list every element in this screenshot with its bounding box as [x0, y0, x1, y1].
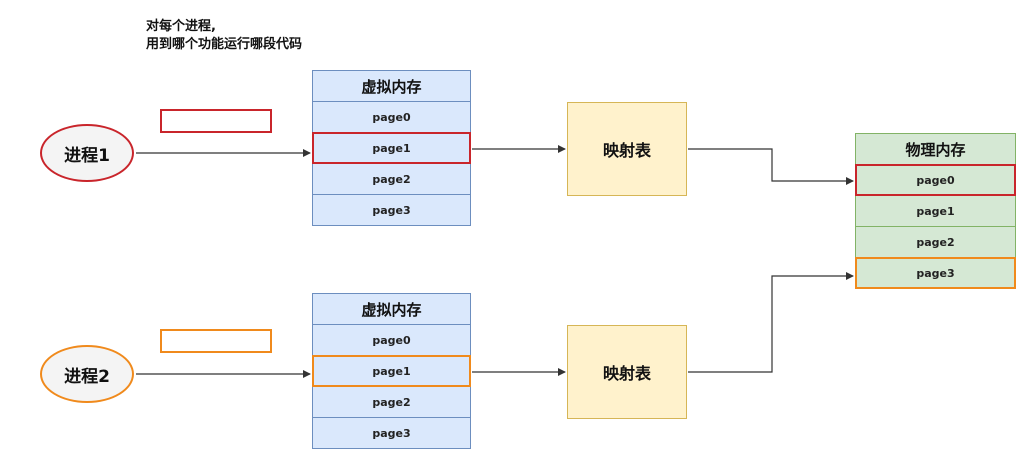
virtual-memory-1-title: 虚拟内存 [312, 70, 471, 102]
mapping-table-1: 映射表 [567, 102, 687, 196]
virtual-memory-2-title: 虚拟内存 [312, 293, 471, 325]
physical-memory-page0: page0 [855, 164, 1016, 196]
virtual-memory-1-page3: page3 [312, 194, 471, 226]
virtual-memory-2-page0: page0 [312, 324, 471, 356]
virtual-memory-2-page3: page3 [312, 417, 471, 449]
annotation-line-2: 用到哪个功能运行哪段代码 [146, 37, 303, 52]
process-2-marker [160, 329, 272, 353]
arrow-map1-to-ppage0 [688, 148, 854, 185]
mapping-table-2: 映射表 [567, 325, 687, 419]
virtual-memory-2: 虚拟内存 page0 page1 page2 page3 [312, 293, 471, 449]
physical-memory-page1: page1 [855, 195, 1016, 227]
virtual-memory-2-page1: page1 [312, 355, 471, 387]
arrow-map2-to-ppage3 [688, 272, 854, 373]
process-2-label: 进程2 [64, 366, 110, 387]
mapping-table-1-label: 映射表 [602, 141, 651, 160]
process-1-label: 进程1 [64, 145, 110, 166]
virtual-memory-1-page2: page2 [312, 163, 471, 195]
virtual-memory-1-page1: page1 [312, 132, 471, 164]
physical-memory-page2: page2 [855, 226, 1016, 258]
process-2-node: 进程2 [40, 345, 134, 403]
mapping-table-2-label: 映射表 [602, 364, 651, 383]
annotation-note: 对每个进程, 用到哪个功能运行哪段代码 [146, 18, 302, 54]
annotation-line-1: 对每个进程, [146, 19, 216, 34]
physical-memory: 物理内存 page0 page1 page2 page3 [855, 133, 1016, 289]
virtual-memory-2-page2: page2 [312, 386, 471, 418]
physical-memory-title: 物理内存 [855, 133, 1016, 165]
virtual-memory-1: 虚拟内存 page0 page1 page2 page3 [312, 70, 471, 226]
virtual-memory-1-page0: page0 [312, 101, 471, 133]
process-1-marker [160, 109, 272, 133]
physical-memory-page3: page3 [855, 257, 1016, 289]
process-1-node: 进程1 [40, 124, 134, 182]
